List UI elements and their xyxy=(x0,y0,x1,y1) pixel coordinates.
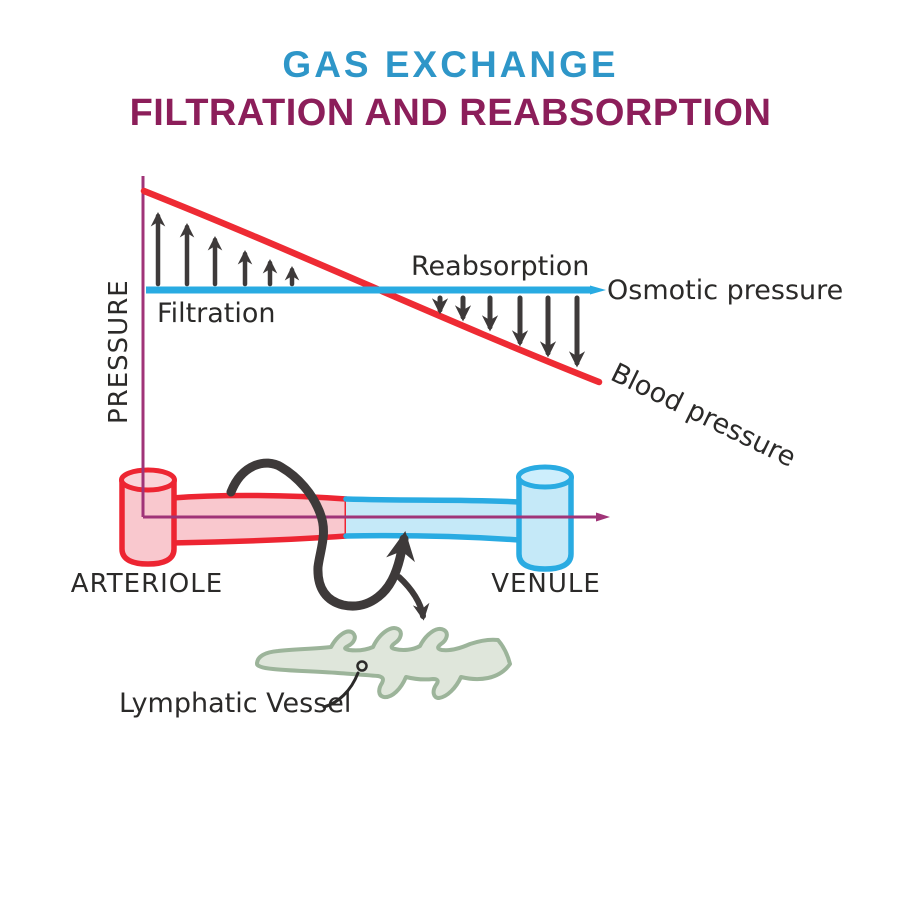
x-axis-arrow-tip xyxy=(596,512,610,522)
capillary-venous-fill xyxy=(346,499,519,540)
blood-pressure-line xyxy=(140,187,603,386)
arteriole-body xyxy=(119,477,177,567)
osmotic-pressure-line-tip xyxy=(590,285,606,295)
lymphatic-label-pointer xyxy=(322,671,360,709)
capillary-arterial-fill xyxy=(171,495,346,543)
venule-cylinder xyxy=(516,464,574,572)
capillary-venous-top-wall xyxy=(343,496,522,505)
arteriole-top-rim xyxy=(119,467,177,493)
filtration-arrows xyxy=(150,211,300,287)
blood-pressure-label: Blood pressure xyxy=(606,357,801,473)
lymphatic-vessel-label: Lymphatic Vessel xyxy=(119,688,351,719)
venule-top-rim xyxy=(516,464,574,490)
osmotic-pressure-label: Osmotic pressure xyxy=(607,275,843,306)
arteriole-cylinder xyxy=(119,467,177,567)
title-block: GAS EXCHANGE FILTRATION AND REABSORPTION xyxy=(0,0,901,135)
lymphatic-pointer-dot xyxy=(356,660,368,672)
lymphatic-vessel-group xyxy=(255,626,512,709)
page-subtitle: FILTRATION AND REABSORPTION xyxy=(129,92,772,134)
fluid-return-arrow xyxy=(226,458,415,611)
capillary-arterial-top-wall xyxy=(168,492,349,502)
arteriole-label: ARTERIOLE xyxy=(71,569,223,599)
filtration-label: Filtration xyxy=(157,298,276,329)
pressure-graph: PRESSURE Filtration Reabsorption Osmotic… xyxy=(104,187,843,474)
pressure-axes xyxy=(141,176,610,522)
lymphatic-vessel-shape xyxy=(255,626,512,700)
lymph-drainage-arrow xyxy=(396,574,430,621)
reabsorption-label: Reabsorption xyxy=(411,251,589,282)
y-axis-label: PRESSURE xyxy=(104,279,134,424)
interstitial-flow-arrows xyxy=(226,458,430,621)
page-title: GAS EXCHANGE xyxy=(282,44,619,85)
venule-label: VENULE xyxy=(491,569,601,599)
capillary-venous-bottom-wall xyxy=(343,532,522,543)
capillary-venous-segment xyxy=(343,496,522,543)
capillary-illustration xyxy=(119,464,574,572)
venule-body xyxy=(516,474,574,572)
reabsorption-arrows xyxy=(431,295,586,368)
